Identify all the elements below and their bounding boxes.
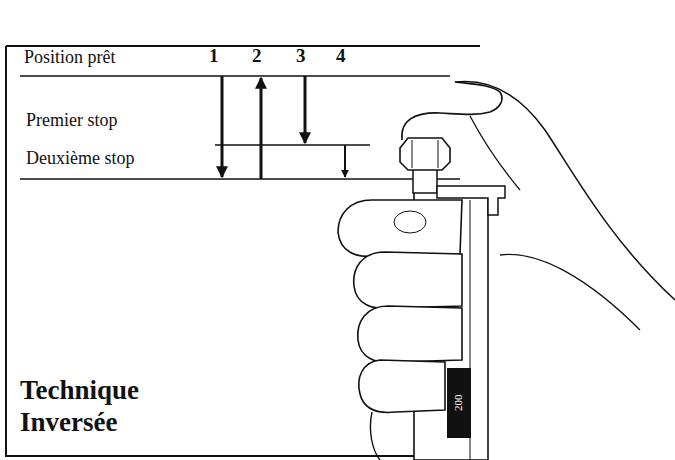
step-arrow — [260, 78, 263, 179]
level-name: Premier stop — [26, 111, 118, 130]
hand-outline — [500, 254, 640, 330]
thumb — [402, 82, 502, 140]
finger — [354, 252, 462, 308]
step-number: 1 — [209, 46, 219, 66]
finger — [338, 200, 462, 256]
title: Technique Inversée — [20, 374, 190, 439]
palm-outline — [370, 412, 380, 460]
ready-level-line — [20, 75, 450, 76]
volume-display — [447, 368, 471, 438]
plunger-button — [400, 138, 450, 170]
finger — [359, 360, 445, 412]
step-arrow — [304, 76, 307, 143]
level-name: Position prêt — [24, 48, 116, 67]
volume-reading: 200 — [453, 395, 465, 412]
plunger-button — [412, 140, 413, 168]
hand-outline — [470, 116, 520, 190]
frame — [6, 46, 480, 456]
step-number: 4 — [336, 46, 346, 66]
finger — [358, 306, 462, 362]
step-arrow — [344, 145, 346, 177]
second-stop-line — [20, 178, 460, 179]
plunger-button — [438, 140, 439, 168]
fingernail — [394, 211, 426, 233]
step-number: 3 — [296, 46, 306, 66]
first-stop-line — [215, 144, 370, 145]
step-arrow — [221, 76, 224, 177]
level-name: Deuxième stop — [26, 149, 134, 168]
step-number: 2 — [252, 46, 262, 66]
